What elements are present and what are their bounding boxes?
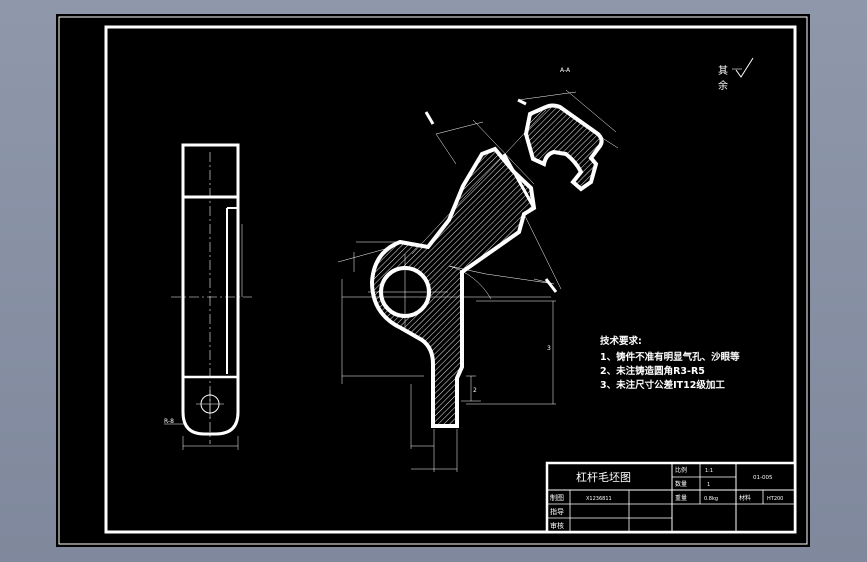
- material-value: HT200: [767, 496, 783, 502]
- svg-text:其: 其: [718, 65, 728, 77]
- material-label: 材料: [739, 494, 751, 502]
- tech-req-title: 技术要求:: [600, 335, 642, 347]
- review-label: 审核: [550, 521, 564, 530]
- title-block: [545, 461, 797, 534]
- drawing-sheet: R-8: [56, 14, 810, 547]
- section-view: [517, 89, 619, 192]
- weight-value: 0.8kg: [704, 496, 718, 502]
- tech-req-item-2: 2、未注铸造圆角R3-R5: [600, 365, 705, 377]
- qty-label: 数量: [675, 480, 687, 488]
- small-dim-label: 2: [473, 387, 477, 394]
- roughness-note: 其 余: [718, 57, 754, 92]
- drawing-number: 01-005: [753, 475, 773, 481]
- tech-req-item-3: 3、未注尺寸公差IT12级加工: [600, 379, 725, 391]
- qty-value: 1: [707, 482, 710, 488]
- technical-requirements: 技术要求: 1、铸件不准有明显气孔、沙眼等 2、未注铸造圆角R3-R5 3、未注…: [600, 335, 740, 391]
- guide-label: 指导: [550, 507, 564, 516]
- left-hole-label: R-8: [164, 418, 174, 425]
- ratio-label: 比例: [675, 466, 687, 474]
- side-view: [164, 143, 252, 450]
- tech-req-item-1: 1、铸件不准有明显气孔、沙眼等: [600, 351, 740, 363]
- outer-frame: [58, 16, 808, 545]
- lever-main-view: [337, 109, 562, 472]
- weight-label: 重量: [675, 494, 687, 502]
- ratio-value: 1:1: [705, 468, 713, 474]
- part-name: 杠杆毛坯图: [576, 470, 631, 484]
- drawn-value: X1236811: [586, 496, 612, 502]
- section-label: A-A: [560, 67, 571, 74]
- svg-text:余: 余: [718, 79, 728, 92]
- vertical-dim-label: 3: [547, 345, 551, 352]
- drawn-label: 制图: [550, 493, 564, 502]
- inner-frame: [104, 25, 797, 534]
